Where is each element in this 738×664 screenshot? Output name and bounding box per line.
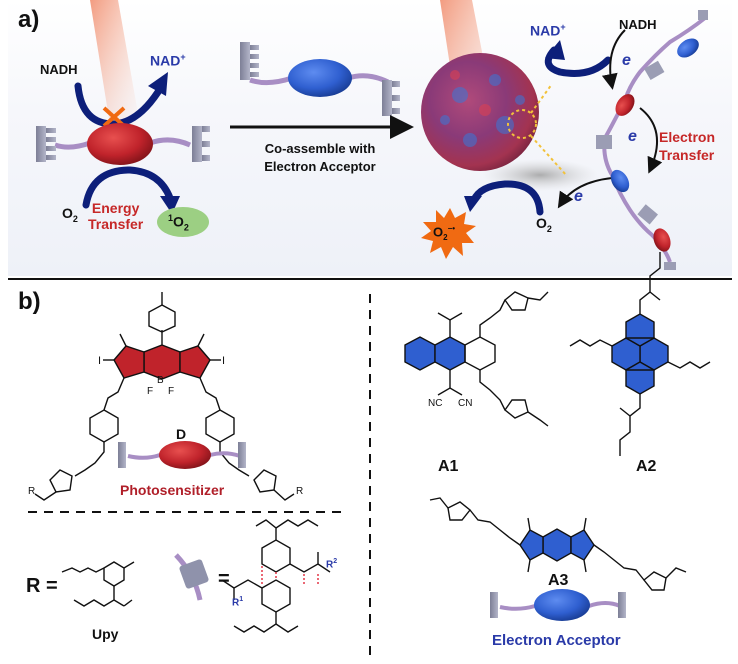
o2-electron-arrow	[557, 177, 613, 209]
nadh-electron-arrow	[601, 29, 626, 90]
electron-label-1: e	[622, 52, 631, 69]
electron-label-2: e	[628, 128, 637, 145]
r-equals-label: R =	[26, 575, 58, 597]
superoxide-label: O2−•	[433, 224, 455, 242]
photosensitizer-molecule-icon	[36, 123, 210, 165]
nad-text: NAD	[150, 52, 181, 69]
r1-sup: 1	[239, 596, 244, 603]
o2-label-left: O2	[62, 205, 78, 224]
nad-plus-arrowhead	[545, 40, 565, 60]
nad-plus-label-left: NAD+	[150, 52, 186, 69]
caption-line2: Electron Acceptor	[264, 159, 376, 174]
iodine-left: I	[98, 355, 102, 367]
electron-transfer-arrow	[639, 107, 663, 174]
energy-transfer-line2: Transfer	[88, 216, 144, 232]
compound-d-label: D	[176, 426, 187, 442]
singlet-oxygen-text: O	[173, 213, 184, 230]
nad-plus-label-right: NAD+	[530, 22, 566, 39]
zoom-region-circle	[507, 109, 537, 139]
electron-acceptor-molecule-icon	[240, 42, 400, 116]
upy-equals-sign: =	[218, 568, 230, 590]
r-group-left: R	[28, 486, 36, 497]
light-beam-left	[90, 0, 140, 125]
nad-text-right: NAD	[530, 22, 561, 39]
fluorine-right: F	[168, 386, 175, 397]
a1-nc-top: NC	[428, 398, 443, 409]
compound-a1-label: A1	[438, 458, 459, 475]
nadh-arrowhead	[148, 72, 168, 96]
r2-label: R2	[326, 558, 337, 570]
r2-sup: 2	[333, 558, 338, 565]
superoxide-sup: −•	[447, 224, 456, 233]
nad-plus-arrow	[544, 46, 612, 77]
supramolecular-polymer-chain	[596, 10, 708, 270]
r1-label: R1	[232, 596, 243, 608]
energy-transfer-line1: Energy	[91, 200, 140, 216]
upy-name-label: Upy	[92, 626, 119, 642]
r2-text: R	[326, 559, 334, 571]
o2-text: O	[62, 205, 73, 221]
r1-text: R	[232, 597, 240, 609]
blocked-x-icon	[102, 106, 126, 128]
boron-atom: B	[157, 375, 164, 386]
compound-a3-label: A3	[548, 572, 569, 589]
superoxide-text: O	[433, 224, 444, 240]
electron-transfer-line2: Transfer	[659, 147, 715, 163]
fluorine-left: F	[147, 386, 154, 397]
o2-label-right: O2	[536, 215, 552, 234]
nad-plus-sup: +	[180, 52, 186, 62]
r-group-right: R	[296, 486, 304, 497]
iodine-right: I	[222, 355, 226, 367]
compound-a2-label: A2	[636, 458, 657, 475]
o2-sub-right: 2	[546, 223, 552, 234]
o2-text-right: O	[536, 215, 547, 231]
panel-b-label: b)	[18, 288, 41, 315]
superoxide-sub: 2	[443, 232, 448, 242]
a1-cn-top: CN	[458, 398, 473, 409]
singlet-oxygen-label: 1O2	[168, 213, 189, 232]
singlet-oxygen-sup: 1	[168, 213, 174, 223]
electron-label-3: e	[574, 188, 583, 205]
nadh-label-left: NADH	[40, 62, 78, 77]
nadh-label-right: NADH	[619, 17, 657, 32]
nad-plus-sup-right: +	[560, 22, 566, 32]
superoxide-starburst	[421, 208, 476, 259]
electron-transfer-line1: Electron	[659, 129, 716, 145]
electron-acceptor-caption: Electron Acceptor	[492, 632, 621, 649]
zoom-guide-bottom	[530, 135, 568, 177]
singlet-oxygen-sub: 2	[183, 222, 189, 233]
superoxide-arrowhead	[464, 196, 482, 212]
o2-sub: 2	[72, 213, 78, 224]
energy-transfer-arrowhead	[160, 196, 180, 214]
panel-a-label: a)	[18, 6, 40, 33]
superoxide-arrow	[470, 180, 544, 216]
energy-transfer-arrow	[82, 166, 174, 209]
caption-line1: Co-assemble with	[264, 141, 376, 156]
photosensitizer-caption: Photosensitizer	[120, 482, 225, 498]
singlet-oxygen-bubble	[157, 207, 209, 237]
